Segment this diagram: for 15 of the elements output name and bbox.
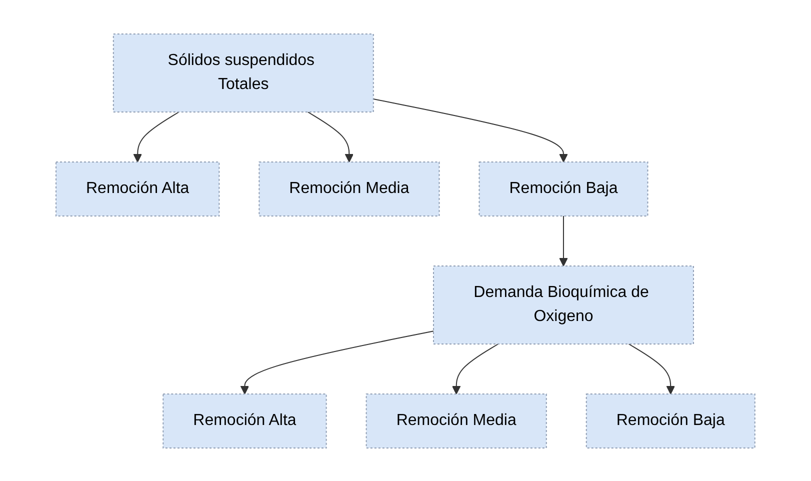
node-box: Remoción Alta — [56, 161, 220, 216]
node-box: Remoción Media — [258, 161, 440, 216]
node-box: Sólidos suspendidos Totales — [112, 33, 374, 112]
arrow — [452, 343, 499, 394]
arrow — [559, 215, 568, 266]
arrow — [240, 330, 434, 394]
node-box: Remoción Baja — [478, 161, 648, 216]
arrow — [307, 111, 354, 162]
node-box: Remoción Media — [366, 393, 547, 448]
arrow — [628, 343, 676, 394]
node-box: Remoción Baja — [586, 393, 756, 448]
node-box: Demanda Bioquímica de Oxigeno — [433, 265, 694, 344]
arrow — [133, 111, 180, 162]
node-box: Remoción Alta — [162, 393, 327, 448]
arrow — [372, 98, 568, 162]
